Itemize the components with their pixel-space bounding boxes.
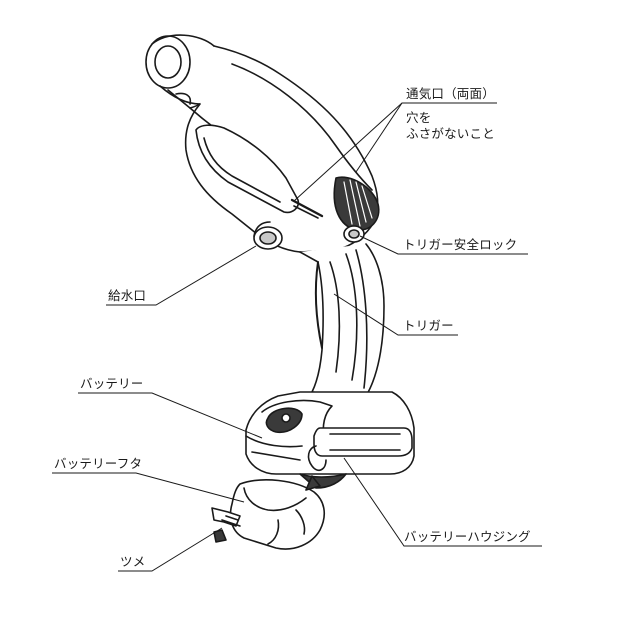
water-inlet-port xyxy=(253,221,283,250)
leader-battery-housing xyxy=(343,457,542,547)
trigger-lock-button xyxy=(343,225,365,243)
leader-lines xyxy=(52,102,542,572)
leader-water-inlet xyxy=(106,245,257,306)
rear-vent-cap xyxy=(333,176,380,231)
handle-grip xyxy=(299,243,385,397)
leader-vent-2 xyxy=(355,102,403,173)
leader-battery-cover xyxy=(52,472,245,503)
label-claw: ツメ xyxy=(120,554,146,569)
battery-cover-claw xyxy=(211,507,241,543)
battery-cover xyxy=(229,475,326,550)
main-body xyxy=(184,45,379,253)
label-trigger: トリガー xyxy=(403,318,454,333)
label-battery-cover: バッテリーフタ xyxy=(54,456,143,471)
leader-claw xyxy=(118,527,223,572)
leader-trigger xyxy=(333,293,458,336)
label-trigger-lock: トリガー安全ロック xyxy=(403,237,518,252)
label-vent-note-line2: ふさがないこと xyxy=(406,126,495,141)
leader-battery xyxy=(78,392,263,439)
battery-pack xyxy=(245,391,415,489)
label-battery-housing: バッテリーハウジング xyxy=(404,529,531,544)
label-vent: 通気口（両面） xyxy=(406,86,495,101)
label-vent-note-line1: 穴を xyxy=(406,110,432,125)
leader-trigger-lock xyxy=(359,235,528,255)
label-battery: バッテリー xyxy=(80,376,144,391)
nozzle xyxy=(145,34,233,109)
label-water-inlet: 給水口 xyxy=(108,288,147,303)
